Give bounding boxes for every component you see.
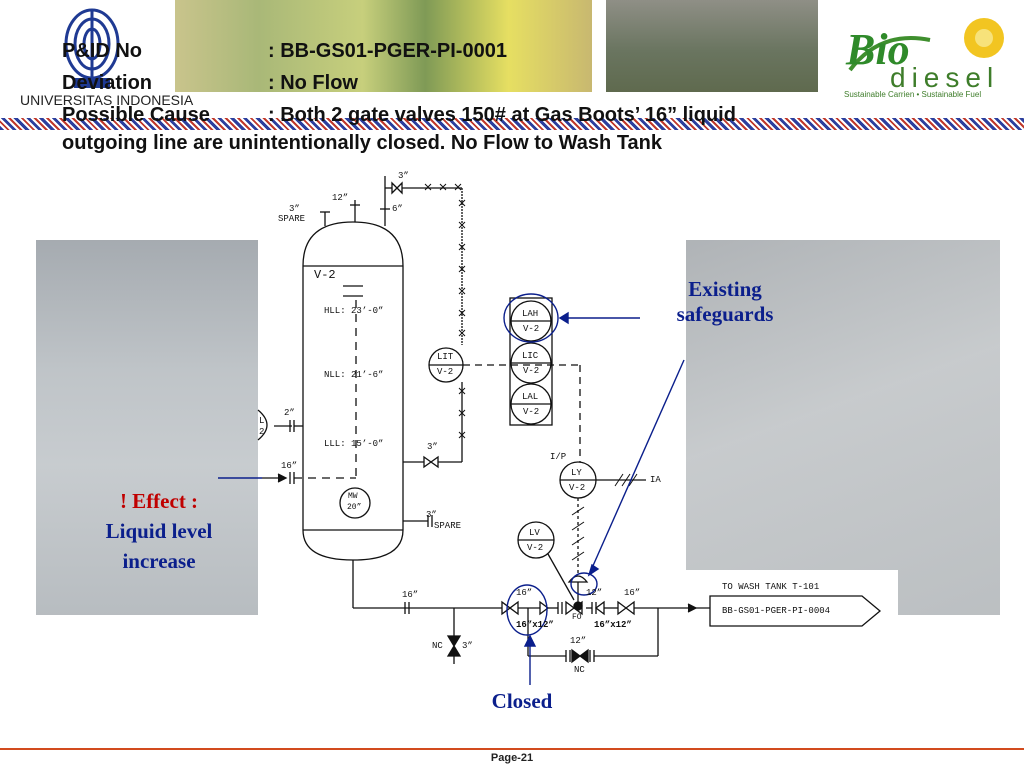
existing-safeguards-circle: [503, 293, 559, 343]
footer-divider: [0, 748, 1024, 750]
logo-tagline: Sustainable Carrien • Sustainable Fuel: [844, 90, 982, 99]
closed-valve-circle: [506, 584, 548, 636]
effect-line2: Liquid level: [105, 519, 213, 543]
background-photo-left: [36, 240, 258, 615]
existing-line1: Existing: [688, 277, 762, 301]
page-number: Page-21: [490, 752, 534, 764]
spare-top-size: 3”: [289, 204, 300, 214]
cause-line2: outgoing line are unintentionally closed…: [62, 132, 663, 154]
existing-line2: safeguards: [676, 302, 774, 326]
nll-label: NLL: 21’-6”: [324, 370, 384, 380]
left-2in: 2”: [284, 408, 295, 418]
lah-label: LAH: [522, 309, 539, 319]
drain-3: 3”: [462, 641, 473, 651]
biodiesel-logo: Bio diesel Sustainable Carrien • Sustain…: [840, 10, 1015, 102]
biodiesel-logo-icon: [848, 18, 1004, 72]
hll-label: HLL: 23’-0”: [324, 306, 384, 316]
deviation-label: Deviation: [62, 72, 153, 94]
ly-tag: V-2: [569, 483, 586, 493]
spare-bottom-label: SPARE: [434, 521, 462, 531]
logo-bio: Bio: [846, 25, 910, 74]
manway-size: 20”: [347, 503, 362, 512]
lv-label: LV: [529, 528, 540, 538]
ip-label: I/P: [550, 452, 567, 462]
lll-label: LLL: 15’-0”: [324, 439, 384, 449]
offpage-ref: BB-GS01-PGER-PI-0004: [722, 606, 831, 616]
left-16in: 16”: [281, 461, 298, 471]
lv-tag: V-2: [527, 543, 544, 553]
offpage-connector: [709, 595, 882, 627]
left-inst-a: L: [259, 416, 265, 426]
existing-safeguards-note: Existing safeguards: [655, 277, 795, 327]
logo-diesel: diesel: [890, 62, 1000, 93]
outlet-16: 16”: [402, 590, 419, 600]
cause-value: : Both 2 gate valves 150# at Gas Boots’ …: [268, 104, 736, 126]
pid-value: : BB-GS01-PGER-PI-0001: [268, 40, 507, 62]
valve-3in: 3”: [427, 442, 438, 452]
header-photo-palms: [175, 0, 592, 92]
vessel-tag: V-2: [314, 268, 336, 282]
spare-bottom-size: 3”: [426, 510, 437, 520]
effect-line1: ! Effect :: [119, 489, 199, 513]
control-valve-size: 12”: [586, 588, 603, 598]
bypass-nc: NC: [574, 665, 585, 675]
lic-tag: V-2: [523, 366, 540, 376]
lit-label: LIT: [437, 352, 454, 362]
left-inst-b: 2: [259, 427, 265, 437]
header-photo-plant: [606, 0, 818, 92]
effect-line3: increase: [122, 549, 196, 573]
ly-label: LY: [571, 468, 582, 478]
bypass-size: 12”: [570, 636, 587, 646]
vent-3: 3”: [398, 171, 409, 181]
nozzle-12: 12”: [332, 193, 349, 203]
to-wash-tank-label: TO WASH TANK T-101: [722, 582, 820, 592]
effect-note: ! Effect : Liquid level increase: [74, 486, 244, 576]
manway-label: MW: [348, 492, 358, 501]
university-name: UNIVERSITAS INDONESIA: [20, 92, 194, 108]
deviation-value: : No Flow: [268, 72, 358, 94]
closed-note: Closed: [491, 689, 553, 713]
pid-label: P&ID No: [62, 40, 142, 62]
drain-nc: NC: [432, 641, 443, 651]
gate-valve-a-size: 16”: [516, 588, 533, 598]
lah-tag: V-2: [523, 324, 540, 334]
background-photo-right: [682, 240, 1000, 615]
nozzle-6: 6”: [392, 204, 403, 214]
lit-tag: V-2: [437, 367, 454, 377]
ia-label: IA: [650, 475, 661, 485]
spare-top-label: SPARE: [278, 214, 306, 224]
lal-label: LAL: [522, 392, 539, 402]
reducer-b-label: 16”x12”: [594, 620, 632, 630]
cause-label: Possible Cause: [62, 104, 210, 126]
fail-open-label: FO: [572, 613, 582, 622]
university-logo-icon: [64, 8, 120, 88]
header-decorative-band: [0, 118, 1024, 130]
lal-tag: V-2: [523, 407, 540, 417]
gate-valve-b-size: 16”: [624, 588, 641, 598]
lic-label: LIC: [522, 351, 539, 361]
reducer-a-label: 16”x12”: [516, 620, 554, 630]
